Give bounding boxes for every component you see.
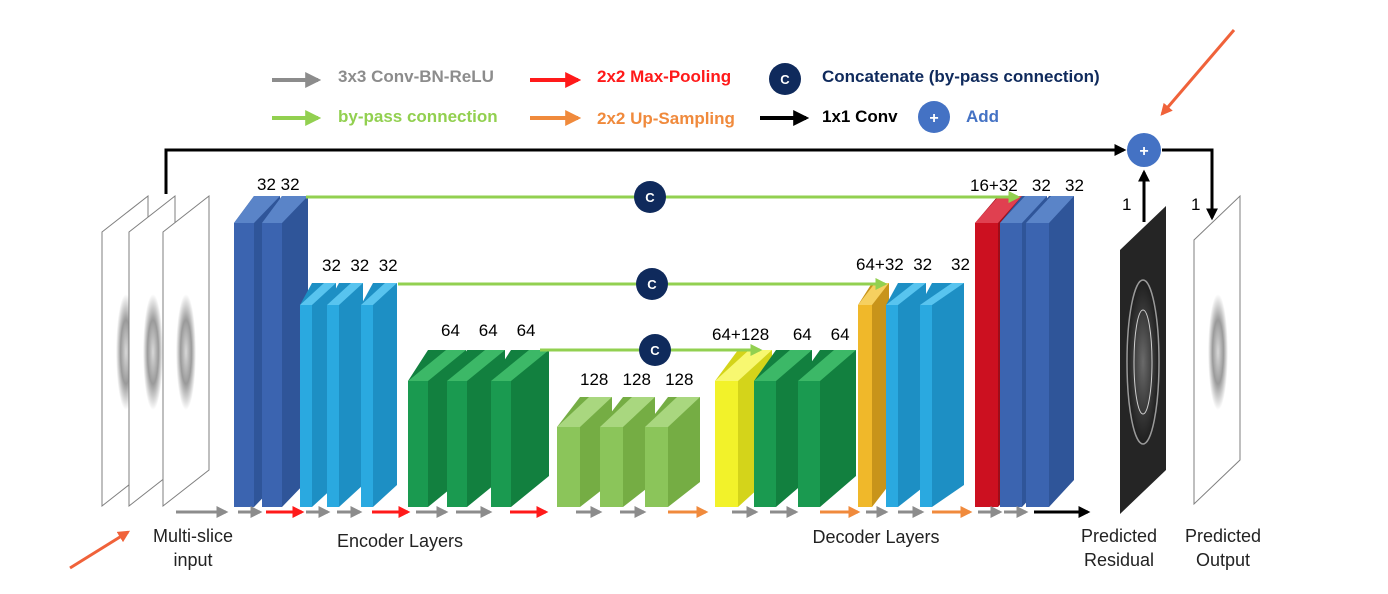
concat-node-level2-label: C <box>647 277 657 292</box>
channels-enc2: 32 32 32 <box>322 256 398 275</box>
channels-residual: 1 <box>1122 195 1131 214</box>
predicted-residual-panel <box>1120 206 1166 514</box>
add-node <box>1127 133 1161 167</box>
decoder-level2-blocks <box>858 283 964 507</box>
legend-conv-label: 3x3 Conv-BN-ReLU <box>338 67 494 86</box>
legend-add-icon <box>918 101 950 133</box>
concat-node-level1-label: C <box>645 190 655 205</box>
channels-dec3: 64+128 64 64 <box>712 325 850 344</box>
legend-concat-label: Concatenate (by-pass connection) <box>822 67 1100 86</box>
caption-encoder: Encoder Layers <box>337 531 463 551</box>
encoder-level2-blocks <box>300 283 397 507</box>
legend-bypass-label: by-pass connection <box>338 107 498 126</box>
caption-residual-line2: Residual <box>1084 550 1154 570</box>
add-node-symbol: + <box>1139 143 1148 160</box>
caption-residual-line1: Predicted <box>1081 526 1157 546</box>
legend-add-label: Add <box>966 107 999 126</box>
legend-conv1x1-label: 1x1 Conv <box>822 107 898 126</box>
legend-upsample-label: 2x2 Up-Sampling <box>597 109 735 128</box>
concat-node-level3-label: C <box>650 343 660 358</box>
global-skip-connection: + <box>164 133 1218 222</box>
concat-node-level3 <box>639 334 671 366</box>
caption-input-line2: input <box>173 550 212 570</box>
channels-output: 1 <box>1191 195 1200 214</box>
concat-node-level2 <box>636 268 668 300</box>
decoder-level3-blocks <box>715 350 856 507</box>
concat-node-level1 <box>634 181 666 213</box>
legend-concat-icon <box>769 63 801 95</box>
decoder-level1-blocks <box>975 196 1074 507</box>
encoder-level3-blocks <box>408 350 549 507</box>
legend-concat-symbol: C <box>780 72 790 87</box>
channels-bottleneck: 128 128 128 <box>580 370 693 389</box>
channels-dec2: 64+32 32 32 <box>856 255 970 274</box>
caption-output-line1: Predicted <box>1185 526 1261 546</box>
add-pointer-arrow <box>1160 29 1236 116</box>
add-to-output-arrow <box>1162 148 1218 221</box>
bypass-connections: C C C <box>306 181 1021 366</box>
input-pointer-arrow <box>69 530 131 570</box>
legend: 3x3 Conv-BN-ReLU 2x2 Max-Pooling C Conca… <box>272 63 1100 133</box>
channels-dec1: 16+32 32 32 <box>970 176 1084 195</box>
legend-maxpool-label: 2x2 Max-Pooling <box>597 67 731 86</box>
caption-decoder: Decoder Layers <box>812 527 939 547</box>
global-skip-arrow <box>164 144 1127 194</box>
channels-enc1: 32 32 <box>257 175 300 194</box>
legend-add-symbol: + <box>929 110 938 127</box>
caption-input-line1: Multi-slice <box>153 526 233 546</box>
caption-output-line2: Output <box>1196 550 1250 570</box>
predicted-output-panel <box>1193 194 1241 506</box>
multi-slice-input <box>101 194 210 508</box>
bottleneck-blocks <box>557 397 700 507</box>
channels-enc3: 64 64 64 <box>441 321 536 340</box>
encoder-level1-blocks <box>234 196 308 507</box>
